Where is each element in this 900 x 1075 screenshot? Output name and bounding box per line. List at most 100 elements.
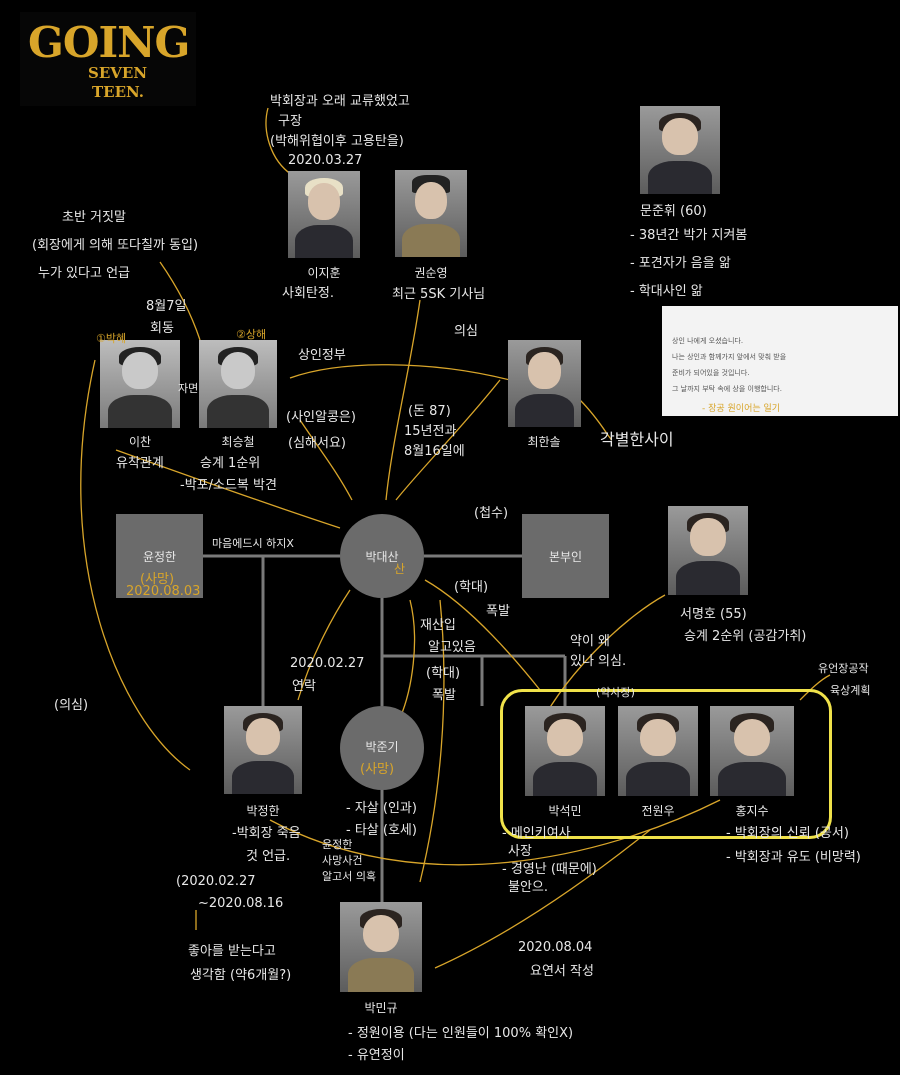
arrow-right-topnote (799, 674, 831, 701)
ann-mingyu-date-note: 요연서 작성 (530, 964, 594, 979)
ann-lc-2: ②상해 (236, 328, 267, 341)
photo-park-jeonghan (224, 706, 302, 794)
ann-jeonghan-1: -박회장 죽음 (232, 826, 301, 841)
ann-jungi-1: (사망) (360, 762, 395, 777)
ann-yoon-edge: 마음에드시 하지X (212, 537, 294, 550)
yoon-name: 윤정한 (142, 550, 177, 564)
note-line-3: 준비가 되어있을 것입니다. (672, 369, 750, 377)
ann-jungi-3: - 타살 (호세) (346, 823, 417, 838)
arrow-seokmin-daesan (424, 579, 541, 691)
jungi-name: 박준기 (365, 740, 399, 754)
arrow-wonwoo-mingyu (434, 829, 651, 969)
ann-mingyu-1: - 정원이용 (다는 인원들이 100% 확인X) (348, 1026, 574, 1041)
ann-left-top-3: 누가 있다고 언급 (38, 266, 130, 281)
ann-date-left-2: ~2020.08.16 (198, 896, 284, 911)
ann-yoon-1: (사망) (140, 572, 175, 587)
ann-brother: 각별한사이 (600, 430, 674, 449)
label-jeon-wonwoo: 전원우 (641, 804, 675, 818)
ann-myungho-1: 서명호 (55) (680, 607, 747, 622)
logo-line-2: SEVEN (88, 64, 148, 82)
ann-don-2: 15년전과 (404, 424, 457, 439)
arrow-leechan-daesan (115, 449, 341, 529)
label-park-jeonghan: 박정한 (246, 804, 280, 818)
family-lines (203, 554, 567, 902)
ann-jisoo-1: - 박회장의 신뢰 (공서) (726, 826, 849, 841)
photo-park-mingyu (340, 902, 422, 992)
ann-top-right-2: 육상계획 (830, 684, 871, 697)
ann-moon-4: - 학대사인 앎 (630, 284, 703, 299)
ann-yagi-2: 있나 의심. (570, 654, 627, 669)
ann-jeonghan-2: 것 언급. (246, 849, 291, 864)
arrow-to-daesan-1 (395, 379, 501, 501)
ann-lc-3: 8월7일 (146, 299, 187, 314)
arrow-hansol-seungcheol (289, 364, 511, 381)
ann-hl-label: (약사장) (596, 686, 635, 699)
photo-jeon-wonwoo (618, 706, 698, 796)
ann-don-1: (돈 87) (408, 404, 451, 419)
ann-contact: 연락 (292, 679, 316, 694)
arrow-hansol-right (579, 399, 613, 441)
ann-seungcheol-1: 승계 1순위 (200, 456, 261, 471)
label-hong-jisoo: 홍지수 (735, 804, 769, 818)
ann-mid-note-1: 윤정한 (322, 838, 353, 851)
logo-line-3: TEEN. (92, 83, 145, 101)
ann-contact-date: 2020.02.27 (290, 656, 365, 671)
show-logo: GOING SEVEN TEEN. (20, 12, 196, 106)
ann-daesan-char: 산 (394, 562, 406, 576)
ann-uisim-small: 의심 (454, 324, 478, 339)
photo-park-seokmin (525, 706, 605, 796)
ann-hakdae-3: (학대) (426, 666, 461, 681)
letter-note: 상인 나에게 오셨습니다. 나는 상인과 함께가지 앞에서 맞춰 받을 준비가 … (662, 306, 898, 416)
daesan-name: 박대산 (365, 550, 399, 564)
ann-jihoon-3: (박해위협이후 고용탄을) (270, 134, 404, 149)
ann-seokmin-2: 사장 (508, 844, 532, 859)
logo-line-1: GOING (28, 18, 190, 67)
arrow-jihoon-note (265, 107, 293, 176)
ann-seungcheol-2: -박포/소드복 박견 (180, 478, 277, 493)
photo-choi-hansol (508, 340, 581, 427)
arrow-left-curve (80, 359, 191, 771)
ann-lc-1: ①박혜 (96, 332, 127, 345)
arrow-jeonghan-daesan (297, 589, 351, 701)
note-line-1: 상인 나에게 오셨습니다. (672, 337, 744, 345)
photo-moon-junhwi (640, 106, 720, 194)
ann-seokmin-1: - 메인키여사 (502, 826, 571, 841)
node-park-daesan: 박대산 (340, 514, 424, 598)
ann-don-3: 8월16일에 (404, 444, 465, 459)
label-park-seokmin: 박석민 (548, 804, 582, 818)
photo-lee-jihoon (288, 171, 360, 258)
ann-top-right-1: 유언장공작 (818, 662, 869, 675)
ann-lc-5: 자면 (178, 382, 199, 395)
photo-lee-chan (100, 340, 180, 428)
ann-jisoo-2: - 박회장과 유도 (비망력) (726, 850, 861, 865)
node-wife: 본부인 (522, 514, 609, 598)
ann-date-left-4: 생각함 (약6개월?) (190, 968, 292, 983)
photo-hong-jisoo (710, 706, 794, 796)
label-park-mingyu: 박민규 (364, 1001, 398, 1015)
ann-myungho-2: 승계 2순위 (공감가취) (684, 629, 807, 644)
ann-jihoon-1: 박회장과 오래 교류했었고 (270, 94, 410, 109)
ann-date-left-1: (2020.02.27 (176, 874, 256, 889)
ann-uisim-left: (의심) (54, 698, 89, 713)
photo-kwon-soonyoung (395, 170, 467, 257)
ann-jihoon-2: 구장 (278, 114, 302, 129)
ann-moon-3: - 포견자가 음을 앎 (630, 256, 731, 271)
ann-jungi-2: - 자살 (인과) (346, 801, 417, 816)
ann-jihoon-below: 사회탄정. (282, 286, 334, 301)
ann-lc-4: 회동 (150, 321, 174, 336)
note-highlight: - 장공 원이어는 일기 (702, 404, 781, 414)
label-lee-jihoon: 이지훈 (307, 266, 341, 280)
ann-mingyu-date: 2020.08.04 (518, 940, 593, 955)
ann-mid-note-2: 사망사건 (322, 854, 363, 867)
ann-sain-2: (심해서요) (288, 436, 346, 451)
arrow-kwon-daesan (385, 299, 421, 501)
ann-moon-2: - 38년간 박가 지켜봄 (630, 228, 748, 243)
label-choi-seungcheol: 최승철 (221, 435, 255, 449)
ann-lee-chan-note: 유착관계 (116, 456, 164, 471)
arrow-jisoo-jeonghan (269, 799, 721, 866)
ann-left-top-1: 초반 거짓말 (62, 210, 126, 225)
ann-yoon-2: 2020.08.03 (126, 584, 201, 599)
label-kwon-soonyoung: 권순영 (414, 266, 448, 280)
